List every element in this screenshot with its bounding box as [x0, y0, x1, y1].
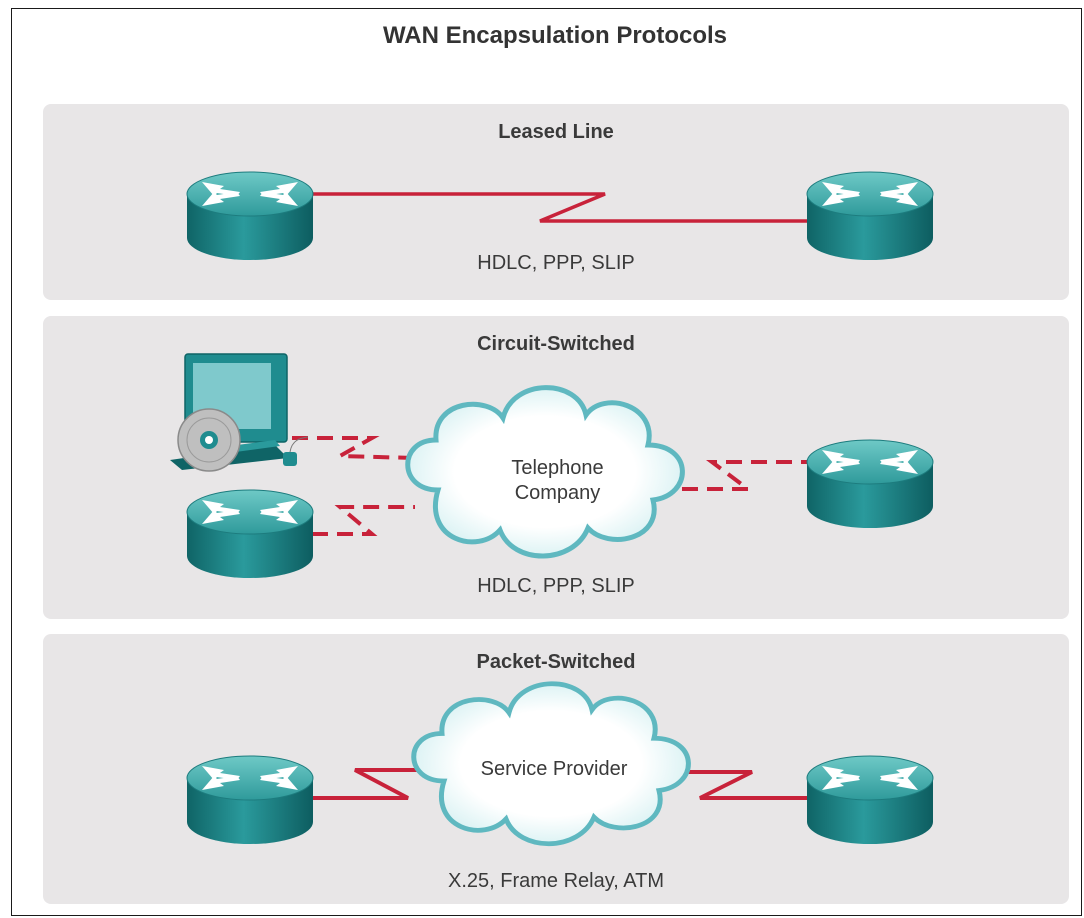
router-icon — [806, 755, 934, 845]
packet-switched-title: Packet-Switched — [476, 651, 636, 673]
router-icon — [186, 755, 314, 845]
packet-switched-protocols: X.25, Frame Relay, ATM — [448, 870, 664, 892]
router-icon — [186, 489, 314, 579]
leased-line-protocols: HDLC, PPP, SLIP — [477, 252, 635, 274]
packet-links — [312, 768, 810, 800]
circuit-switched-title: Circuit-Switched — [477, 333, 635, 355]
router-icon — [186, 171, 314, 261]
diagram-title: WAN Encapsulation Protocols — [382, 22, 728, 49]
leased-line-title: Leased Line — [498, 121, 614, 143]
cloud-label-line: Telephone — [511, 457, 604, 479]
dialup-links — [292, 436, 810, 536]
cloud-label-line: Company — [514, 482, 601, 504]
computer-icon — [170, 353, 309, 472]
circuit-switched-protocols: HDLC, PPP, SLIP — [477, 575, 635, 597]
telephone-company-label: Telephone Company — [470, 456, 645, 506]
router-icon — [806, 439, 934, 529]
service-provider-label: Service Provider — [480, 758, 628, 780]
leased-line-link — [312, 192, 810, 223]
router-icon — [806, 171, 934, 261]
